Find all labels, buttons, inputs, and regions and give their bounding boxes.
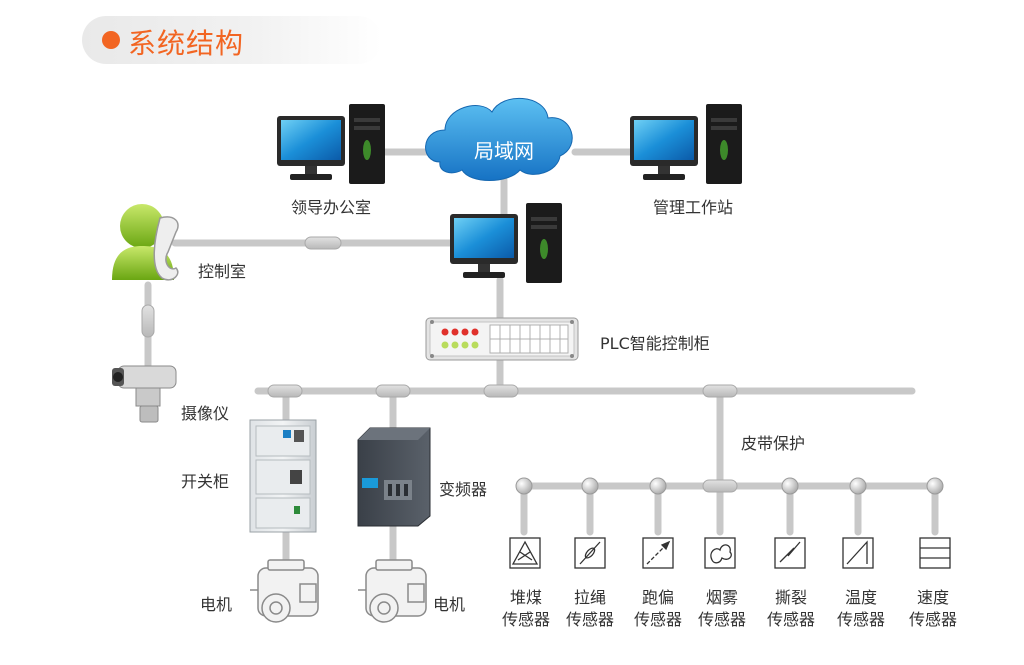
temperature-sensor-label: 温度传感器 — [836, 588, 886, 629]
temperature-sensor-icon — [842, 537, 874, 569]
management-station-label: 管理工作站 — [652, 198, 734, 217]
sensor-junction-balls — [515, 477, 944, 495]
plc-cabinet-label: PLC智能控制柜 — [600, 334, 710, 353]
tear-sensor-icon — [774, 537, 806, 569]
pile-coal-sensor-label: 堆煤传感器 — [501, 588, 551, 629]
deviation-sensor-label: 跑偏传感器 — [633, 588, 683, 629]
speed-sensor-icon — [919, 537, 951, 569]
operator-person-icon — [112, 204, 179, 281]
speed-sensor-label: 速度传感器 — [908, 588, 958, 629]
deviation-sensor-icon — [642, 537, 674, 569]
pull-rope-sensor-icon — [574, 537, 606, 569]
smoke-sensor-icon — [704, 537, 736, 569]
line-connectors — [141, 236, 738, 493]
motor-2-icon — [358, 559, 427, 623]
plc-cabinet-icon — [425, 317, 579, 361]
motor-1-label: 电机 — [200, 595, 233, 614]
orange-dot-icon — [102, 31, 120, 49]
section-title: 系统结构 — [128, 27, 245, 60]
network-label: 局域网 — [474, 139, 534, 163]
frequency-converter-label: 变频器 — [439, 480, 488, 499]
belt-protection-label: 皮带保护 — [741, 434, 806, 453]
leader-office-label: 领导办公室 — [290, 198, 372, 217]
motor-2-label: 电机 — [433, 595, 466, 614]
frequency-converter-icon — [357, 427, 431, 527]
pile-coal-sensor-icon — [509, 537, 541, 569]
section-header: 系统结构 — [82, 16, 382, 64]
camera-icon — [112, 365, 177, 423]
control-room-label: 控制室 — [198, 262, 247, 281]
smoke-sensor-label: 烟雾传感器 — [697, 588, 747, 629]
control-room-computer-icon — [450, 203, 562, 283]
management-station-computer-icon — [630, 104, 742, 184]
cloud-icon — [425, 98, 573, 181]
pull-rope-sensor-label: 拉绳传感器 — [565, 588, 615, 629]
switch-cabinet-label: 开关柜 — [181, 472, 230, 491]
switch-cabinet-icon — [249, 419, 317, 533]
camera-label: 摄像仪 — [181, 404, 230, 423]
tear-sensor-label: 撕裂传感器 — [766, 588, 816, 629]
motor-1-icon — [250, 559, 319, 623]
leader-office-computer-icon — [277, 104, 385, 184]
